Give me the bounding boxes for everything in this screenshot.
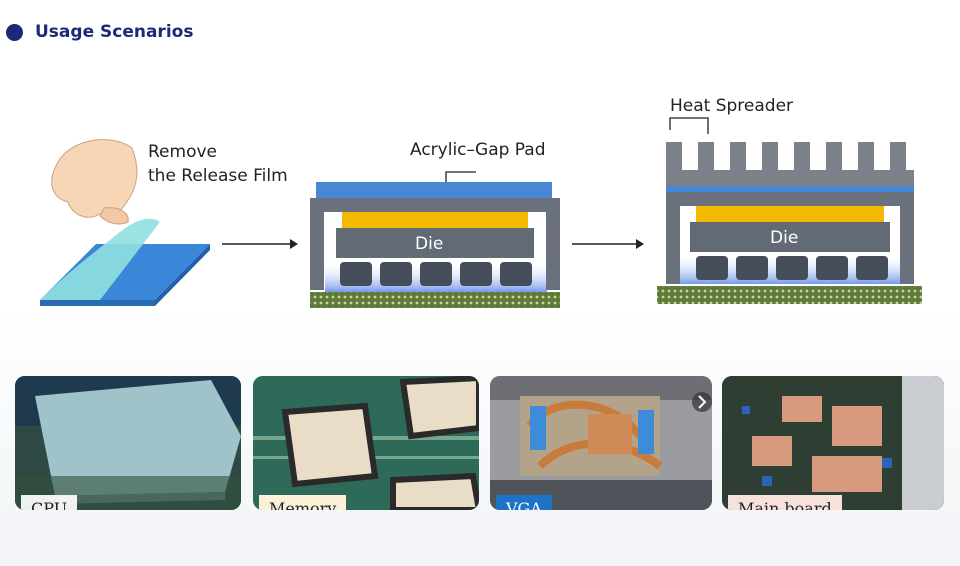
vga-photo: [490, 376, 712, 510]
thermal-paste: [342, 212, 528, 228]
arrow-1-icon: [222, 239, 298, 249]
scenario-card-main-board[interactable]: Main board: [722, 376, 944, 510]
scenario-label-cpu: CPU: [21, 495, 77, 510]
step3-die-label: Die: [770, 226, 798, 250]
acrylic-gap-pad: [316, 182, 552, 198]
heat-spreader-label: Heat Spreader: [670, 94, 793, 118]
scenario-card-memory[interactable]: Memory: [253, 376, 479, 510]
pcb-substrate: [310, 292, 560, 308]
scenario-card-cpu[interactable]: CPU: [15, 376, 241, 510]
memory-photo: [253, 376, 479, 510]
step1-label-line1: Remove: [148, 140, 217, 164]
arrow-2-icon: [572, 239, 644, 249]
scenario-label-memory: Memory: [259, 495, 346, 510]
process-diagram: [0, 0, 960, 330]
scenario-card-vga[interactable]: VGA: [490, 376, 712, 510]
step1-label-line2: the Release Film: [148, 164, 288, 188]
scenario-label-vga: VGA: [496, 495, 552, 510]
cpu-photo: [15, 376, 241, 510]
acrylic-gap-pad-label: Acrylic–Gap Pad: [410, 138, 546, 162]
main-board-photo: [722, 376, 944, 510]
hand-icon: [52, 140, 137, 218]
step2-die-label: Die: [415, 232, 443, 256]
heat-spreader: [666, 142, 914, 186]
scenario-label-main-board: Main board: [728, 495, 842, 510]
step3-illustration: [657, 118, 922, 304]
